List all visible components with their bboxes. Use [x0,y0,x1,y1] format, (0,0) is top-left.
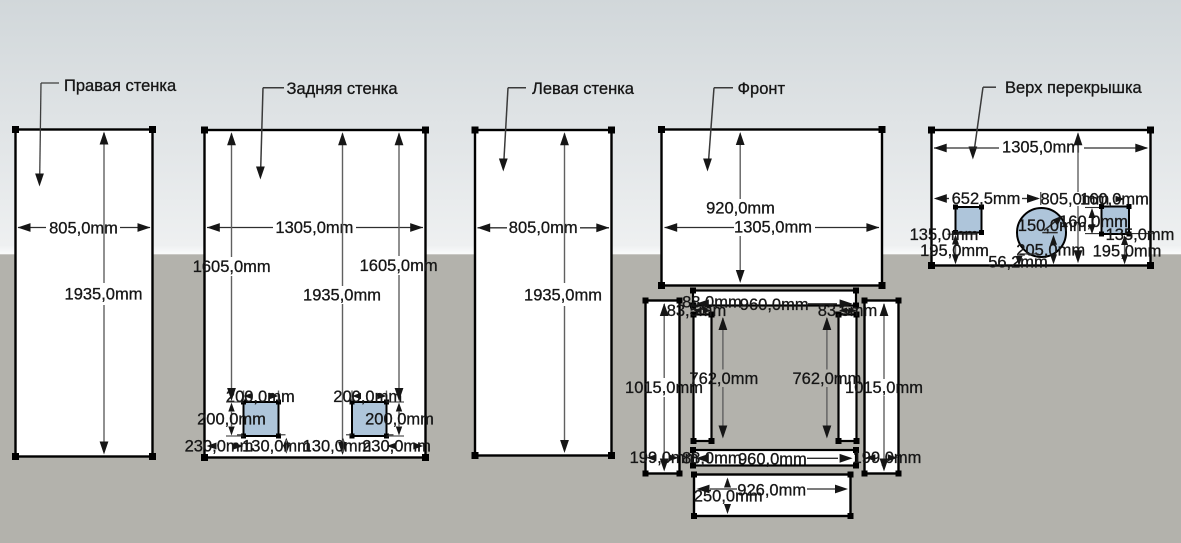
svg-text:926,0mm: 926,0mm [737,482,806,500]
svg-text:1305,0mm: 1305,0mm [275,219,353,237]
svg-text:200,0mm: 200,0mm [365,411,434,429]
svg-text:1935,0mm: 1935,0mm [65,286,143,304]
svg-text:1935,0mm: 1935,0mm [524,286,602,304]
svg-text:56,2mm: 56,2mm [988,254,1048,272]
svg-text:83,5mm: 83,5mm [667,302,727,320]
svg-text:135,0mm: 135,0mm [910,226,979,244]
svg-text:652,5mm: 652,5mm [952,190,1021,208]
svg-text:960,0mm: 960,0mm [738,450,807,468]
svg-text:230,0mm: 230,0mm [362,437,431,455]
svg-text:805,0mm: 805,0mm [1041,190,1110,208]
svg-text:Левая стенка: Левая стенка [532,80,635,98]
svg-text:195,0mm: 195,0mm [1093,243,1162,261]
svg-text:160,0mm: 160,0mm [1059,213,1128,231]
svg-text:200,0mm: 200,0mm [226,388,295,406]
svg-text:88,0mm: 88,0mm [682,294,742,312]
svg-text:195,0mm: 195,0mm [920,242,989,260]
svg-text:200,0mm: 200,0mm [197,411,266,429]
svg-text:762,0mm: 762,0mm [793,370,862,388]
svg-text:205,0mm: 205,0mm [1016,241,1085,259]
svg-text:1015,0mm: 1015,0mm [845,379,923,397]
svg-text:199,0mm: 199,0mm [630,449,699,467]
svg-text:1605,0mm: 1605,0mm [193,258,271,276]
svg-text:230,0mm: 230,0mm [185,437,254,455]
svg-text:762,0mm: 762,0mm [689,370,758,388]
svg-text:805,0mm: 805,0mm [49,220,118,238]
svg-text:1015,0mm: 1015,0mm [625,379,703,397]
svg-text:1605,0mm: 1605,0mm [360,257,438,275]
svg-text:199,0mm: 199,0mm [853,449,922,467]
svg-text:88,0mm: 88,0mm [682,450,742,468]
svg-text:960,0mm: 960,0mm [740,296,809,314]
svg-text:Задняя стенка: Задняя стенка [287,80,399,98]
svg-text:130,0mm: 130,0mm [303,437,372,455]
svg-text:1305,0mm: 1305,0mm [734,219,812,237]
svg-text:920,0mm: 920,0mm [706,199,775,217]
svg-text:135,0mm: 135,0mm [1106,226,1175,244]
svg-text:1935,0mm: 1935,0mm [303,287,381,305]
svg-text:200,0mm: 200,0mm [333,388,402,406]
svg-text:Фронт: Фронт [738,80,786,98]
svg-text:160,0mm: 160,0mm [1080,190,1149,208]
svg-text:83,5mm: 83,5mm [818,302,878,320]
svg-text:250,0mm: 250,0mm [694,488,763,506]
svg-text:805,0mm: 805,0mm [509,219,578,237]
svg-text:Верх перекрышка: Верх перекрышка [1005,79,1143,97]
svg-text:130,0mm: 130,0mm [242,437,311,455]
svg-text:150,0mm: 150,0mm [1018,217,1087,235]
svg-text:Правая стенка: Правая стенка [64,77,177,95]
svg-text:1305,0mm: 1305,0mm [1002,139,1080,157]
